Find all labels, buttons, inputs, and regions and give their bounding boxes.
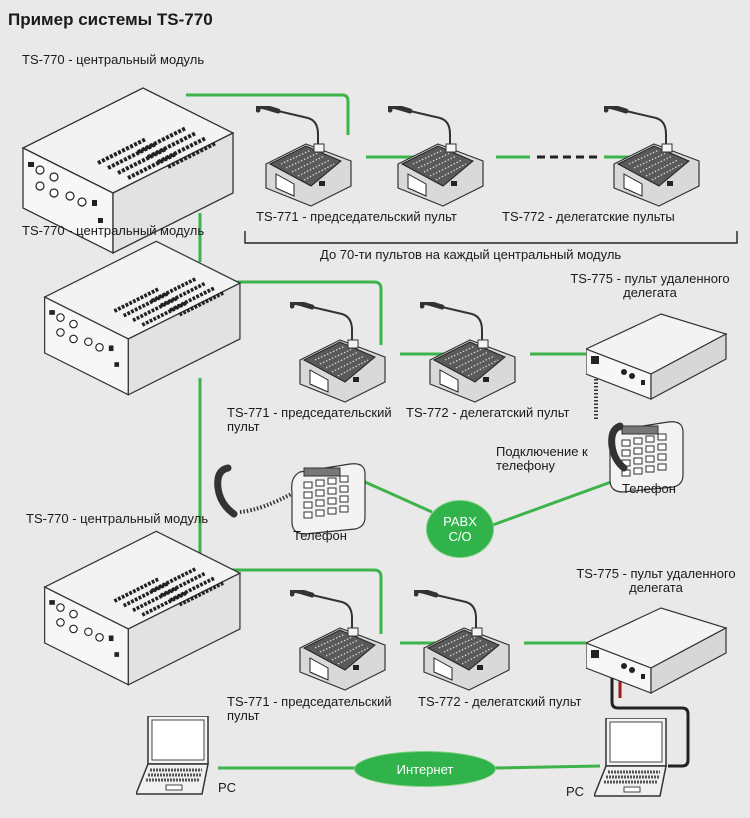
phone-right-label: Телефон: [622, 481, 676, 496]
row1-delegates-label: TS-772 - делегатские пульты: [502, 209, 675, 224]
row1-bracket: [244, 231, 738, 244]
internet-node: Интернет: [354, 751, 496, 787]
pc-left-label: PC: [218, 780, 237, 795]
row2-delegate-label: TS-772 - делегатский пульт: [406, 405, 570, 420]
row2-chairman-console: [290, 302, 400, 412]
link-module2-chairman2: [220, 280, 383, 345]
row2-delegate-console: [420, 302, 530, 412]
right-handset-icon: [608, 422, 628, 472]
row1-capacity-note: До 70-ти пультов на каждый центральный м…: [320, 247, 622, 262]
page-title: Пример системы TS-770: [8, 10, 213, 29]
pabx-node: PABX C/O: [426, 500, 494, 558]
link-module3-chairman3: [220, 568, 383, 634]
left-phone-coil: [239, 490, 296, 514]
row3-delegate-console: [414, 590, 524, 700]
link-pabx-phone-right: [489, 476, 623, 528]
remote-pc-cable: [610, 670, 690, 768]
phone-left-label: Телефон: [293, 528, 347, 543]
row1-delegate-console: [388, 106, 498, 216]
row2-phone-left: [291, 463, 366, 535]
row2-remote-label: TS-775 - пульт удаленного делегата: [570, 271, 730, 300]
module-top-label: TS-770 - центральный модуль: [22, 52, 205, 67]
link-module1-chairman1: [186, 93, 350, 135]
link-phone-left-pabx: [364, 480, 433, 514]
row3-remote-label: TS-775 - пульт удаленного делегата: [576, 566, 736, 595]
row3-chairman-label: TS-771 - председательский пульт: [227, 694, 392, 723]
pabx-label: PABX C/O: [443, 514, 477, 544]
module-bottom-label: TS-770 - центральный модуль: [26, 511, 209, 526]
central-module-bottom: [42, 529, 242, 687]
row1-chairman-console: [256, 106, 366, 216]
left-handset-icon: [214, 464, 238, 518]
module-middle-label: TS-770 - центральный модуль: [22, 223, 205, 238]
row3-remote-delegate-unit: [586, 607, 727, 694]
row3-delegate-label: TS-772 - делегатский пульт: [418, 694, 582, 709]
pc-right-label: PC: [566, 784, 585, 799]
row3-chairman-console: [290, 590, 400, 700]
row1-delegate-console-last: [604, 106, 714, 216]
phone-connection-label: Подключение к телефону: [496, 444, 588, 473]
pc-right-laptop: [594, 718, 668, 798]
central-module-middle: [42, 239, 242, 397]
row2-remote-delegate-unit: [586, 313, 727, 400]
pc-left-laptop: [136, 716, 210, 796]
row1-chairman-label: TS-771 - председательский пульт: [256, 209, 457, 224]
internet-label: Интернет: [396, 761, 454, 777]
row2-chairman-label: TS-771 - председательский пульт: [227, 405, 392, 434]
link-internet-pc-right: [494, 764, 601, 770]
